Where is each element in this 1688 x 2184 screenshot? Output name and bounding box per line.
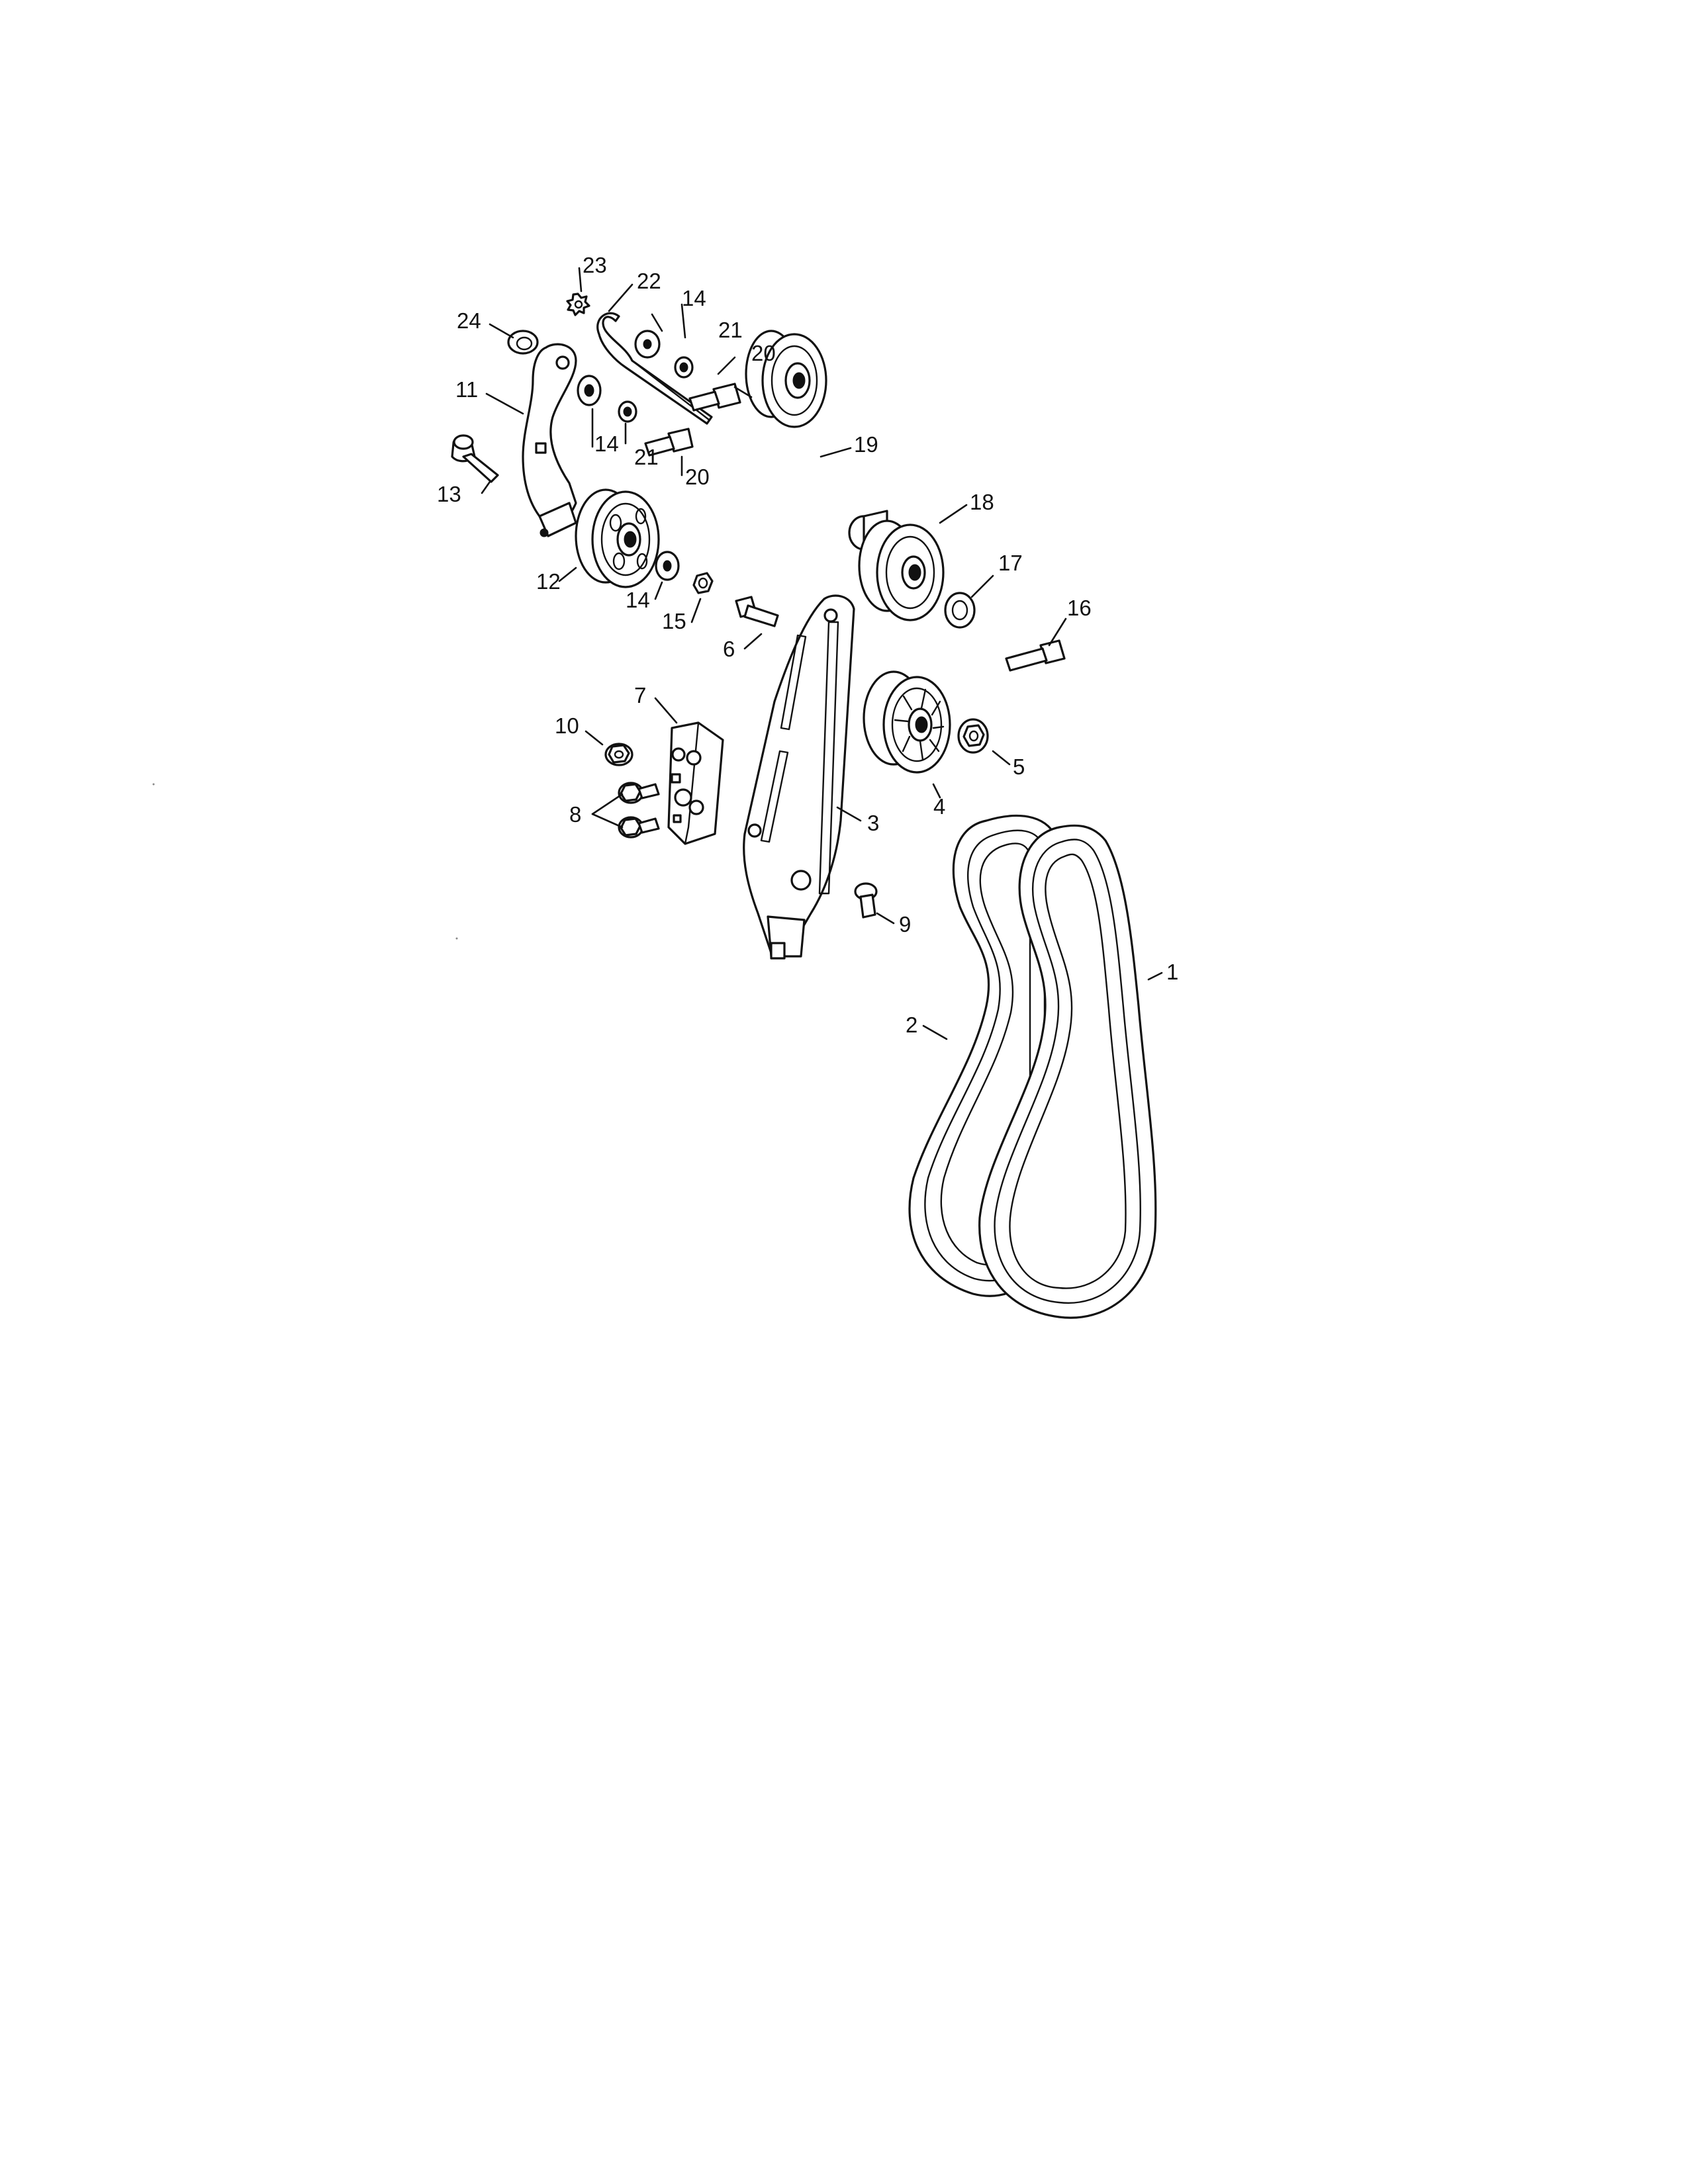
part-18-hub-pulley: [848, 510, 945, 621]
callout-20-mid: 20: [685, 465, 710, 489]
callout-5: 5: [1013, 754, 1025, 779]
callout-19: 19: [854, 432, 878, 457]
part-21-nut-mid: [618, 400, 637, 423]
callout-1: 1: [1166, 960, 1178, 984]
part-19-pulley: [745, 330, 827, 428]
part-10-flange-nut: [604, 743, 633, 766]
callout-22: 22: [637, 269, 661, 293]
part-9-pin: [854, 882, 878, 919]
part-5-flange-nut: [957, 718, 989, 754]
callout-6: 6: [723, 637, 735, 661]
part-20-bolt-top: [688, 383, 741, 412]
scan-speck: [455, 937, 458, 940]
part-14-washer-left: [577, 375, 602, 406]
callout-20-top: 20: [751, 341, 776, 365]
callout-14-low: 14: [626, 588, 650, 612]
part-17-spacer: [944, 592, 976, 629]
part-23-star-washer: [566, 293, 590, 316]
callouts: 1 2 3 4 5 6 7 8 9 10 11 12 13 14 14 14 1…: [437, 253, 1178, 1037]
part-15-lock-nut: [692, 572, 714, 594]
callout-14-top: 14: [682, 286, 706, 310]
part-8-flange-bolt-lower: [618, 816, 660, 839]
part-8-flange-bolt-upper: [618, 782, 660, 804]
part-13-shoulder-bolt: [451, 434, 499, 483]
callout-4: 4: [933, 794, 945, 819]
callout-15: 15: [662, 609, 686, 633]
callout-21-top: 21: [718, 318, 743, 342]
part-14-washer-low: [655, 551, 680, 581]
callout-14-left: 14: [594, 432, 619, 456]
scan-speck: [152, 783, 155, 786]
part-6-bolt: [735, 596, 779, 627]
callout-23: 23: [583, 253, 607, 277]
callout-7: 7: [634, 683, 646, 707]
part-7-belt-guide: [667, 721, 724, 845]
callout-9: 9: [899, 912, 911, 936]
callout-12: 12: [536, 569, 561, 594]
part-14-washer-top: [634, 330, 661, 359]
callout-17: 17: [998, 551, 1023, 575]
part-1-v-belt: [978, 824, 1157, 1319]
part-4-idler-pulley: [863, 670, 951, 774]
leader-lines: [481, 267, 1163, 1040]
callout-10: 10: [555, 713, 579, 738]
part-16-bolt: [1005, 639, 1066, 672]
part-24-flange-washer: [507, 330, 539, 355]
part-12-idler-pulley: [575, 488, 660, 588]
callout-24: 24: [457, 308, 481, 333]
callout-13: 13: [437, 482, 461, 506]
callout-8: 8: [569, 802, 581, 827]
part-11-idler-bracket: [522, 343, 577, 537]
part-3-idler-arm: [743, 594, 855, 960]
part-20-bolt-mid: [644, 428, 694, 457]
callout-2: 2: [906, 1013, 917, 1037]
callout-21-mid: 21: [634, 445, 659, 469]
part-21-nut-top: [674, 356, 694, 379]
callout-16: 16: [1067, 596, 1092, 620]
callout-11: 11: [455, 377, 478, 402]
callout-3: 3: [867, 811, 879, 835]
callout-18: 18: [970, 490, 994, 514]
